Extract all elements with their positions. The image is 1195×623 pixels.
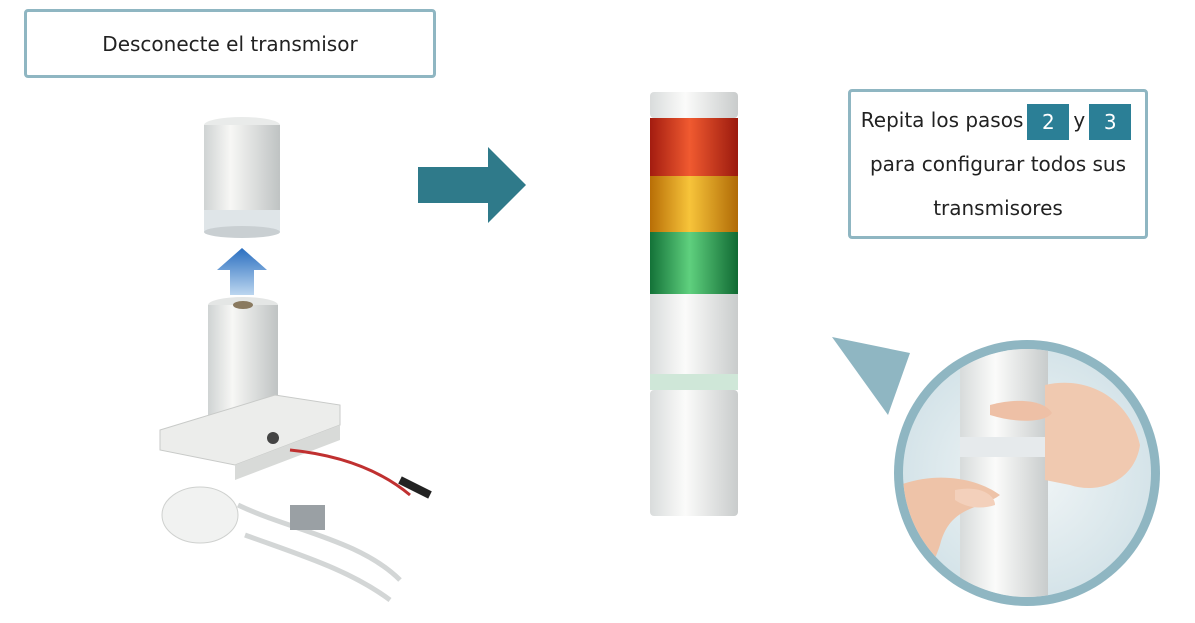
step-badge-3: 3 — [1089, 103, 1132, 140]
caption-repeat-line2: para configurar todos sus — [869, 152, 1127, 176]
caption-repeat-line3: transmisores — [933, 196, 1063, 220]
transmitter-base-illustration — [159, 117, 432, 603]
mounting-bracket — [159, 394, 341, 480]
cables — [236, 448, 432, 603]
callout-pointer — [832, 337, 910, 415]
tower-body — [650, 294, 738, 374]
tower-base — [650, 390, 738, 516]
lamp-amber — [650, 176, 738, 232]
caption-disconnect-text: Desconecte el transmisor — [102, 31, 358, 56]
arrow-right-icon — [418, 147, 526, 223]
callout-bubble — [832, 337, 1160, 606]
sensor-puck — [161, 486, 239, 544]
arrow-up-icon — [217, 248, 267, 295]
transmitter-module — [204, 117, 280, 238]
lamp-green — [650, 232, 738, 294]
tower-cap — [650, 92, 738, 118]
signal-tower-illustration — [650, 92, 738, 516]
caption-conjunction: y — [1073, 108, 1086, 132]
caption-repeat-prefix: Repita los pasos — [860, 108, 1024, 132]
transmitter-ring — [650, 374, 738, 390]
caption-disconnect: Desconecte el transmisor — [24, 9, 436, 78]
step-badge-2: 2 — [1027, 103, 1070, 140]
lamp-red — [650, 118, 738, 176]
hand-top — [1045, 382, 1140, 489]
tower-closeup — [960, 349, 1048, 597]
